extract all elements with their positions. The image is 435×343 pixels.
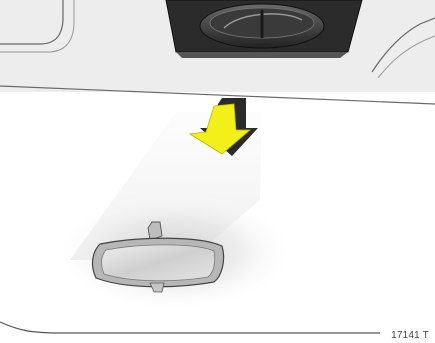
figure-reference: 17141 T	[391, 330, 429, 341]
interior-light-console-icon	[166, 0, 362, 58]
